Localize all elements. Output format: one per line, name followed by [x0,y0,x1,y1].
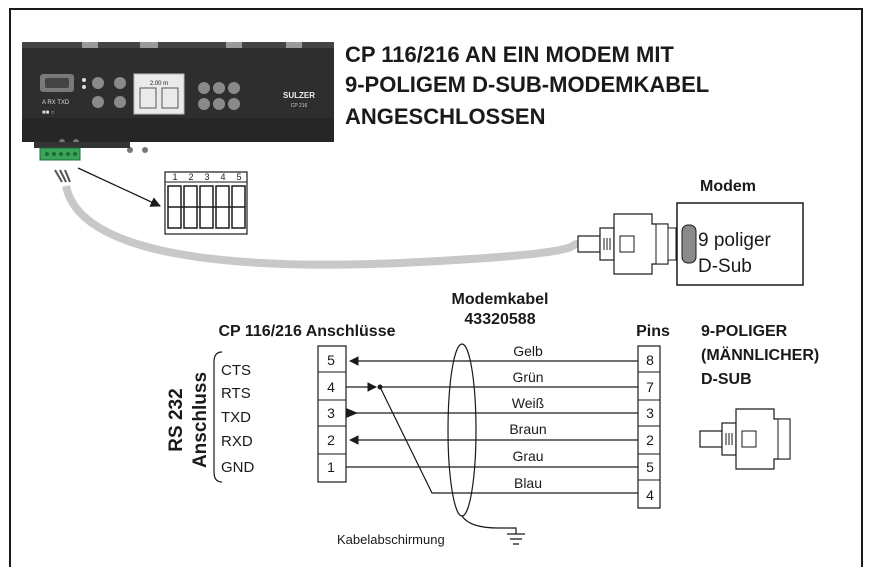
cable-part-number: 43320588 [464,311,535,328]
right-pin-number: 4 [646,487,654,503]
terminal-block-detail: 1 2 3 4 5 [164,171,248,235]
dsub-label-line-1: 9-POLIGER [701,323,788,340]
modem-heading: Modem [700,178,756,195]
device-button-icon [228,98,240,110]
right-pin-column: 8 7 3 2 5 4 [637,345,661,509]
cable-shield [447,343,477,517]
right-pin-number: 5 [646,459,654,475]
device-brand-logo: SULZER [283,91,315,100]
wire-color-label: Grau [512,448,543,464]
dsub-port-icon [681,224,697,264]
svg-text:■■ ○: ■■ ○ [42,110,55,116]
terminal-number: 3 [204,172,209,182]
device-button-icon [198,98,210,110]
device-button-icon [92,77,104,89]
signal-label: CTS [221,362,251,379]
left-pin-number: 1 [327,459,335,475]
device-button-icon [228,82,240,94]
controller-device: A RX TXD ■■ ○ 2.00 m SULZER CP 216 [22,42,334,183]
modem-cable [62,185,581,269]
modem-connector-line-1: 9 poliger [698,230,772,251]
signal-label: RXD [221,433,253,450]
signal-brace [213,351,223,483]
title-line-1: CP 116/216 AN EIN MODEM MIT [345,42,674,67]
title-line-3: ANGESCHLOSSEN [345,104,545,129]
wire-color-label: Braun [509,421,546,437]
terminal-number: 5 [236,172,241,182]
dsub-male-connector-icon [699,408,791,470]
left-pin-number: 5 [327,352,335,368]
device-model-label: CP 216 [291,103,308,109]
right-pin-number: 8 [646,352,654,368]
svg-text:A RX TXD: A RX TXD [42,100,70,106]
right-pin-number: 2 [646,432,654,448]
device-button-icon [114,77,126,89]
device-display [133,73,185,115]
wire-color-label: Gelb [513,343,543,359]
device-button-icon [213,82,225,94]
device-button-icon [213,98,225,110]
modem-box [676,202,804,286]
device-button-icon [92,96,104,108]
signal-label: RTS [221,385,251,402]
terminal-number: 4 [220,172,225,182]
title-line-2: 9-POLIGEM D-SUB-MODEMKABEL [345,72,709,97]
right-pin-number: 3 [646,405,654,421]
signal-label: GND [221,459,255,476]
left-pin-number: 4 [327,379,335,395]
shield-label: Kabelabschirmung [337,532,445,547]
terminal-number: 2 [188,172,193,182]
right-pin-number: 7 [646,379,654,395]
cable-plug-icon [577,213,677,275]
device-display-value: 2.00 m [150,81,168,87]
dsub-label-line-2: (MÄNNLICHER) [701,346,819,364]
pins-header: Pins [636,323,670,340]
wires [346,343,638,534]
left-pin-column: 5 4 3 2 1 [317,345,347,483]
junction-dot [377,384,383,390]
device-button-icon [114,96,126,108]
terminal-number: 1 [172,172,177,182]
txd-arrow [346,408,358,418]
left-pin-number: 3 [327,405,335,421]
left-header: CP 116/216 Anschlüsse [219,323,396,340]
pointer-arrow [77,167,161,207]
dsub-label-line-3: D-SUB [701,371,752,388]
wire-blau [379,386,638,494]
vertical-label-line-2: Anschluss [190,372,211,468]
ground-icon [507,533,525,545]
page-frame [9,8,863,567]
modem-connector-line-2: D-Sub [698,256,752,277]
vertical-label-line-1: RS 232 [166,388,187,451]
cable-heading: Modemkabel [452,291,549,308]
wire-color-label: Grün [512,369,543,385]
signal-label: TXD [221,409,251,426]
left-pin-number: 2 [327,432,335,448]
wire-color-label: Blau [514,475,542,491]
wire-color-label: Weiß [512,395,544,411]
shield-ground-wire [461,515,517,534]
device-button-icon [198,82,210,94]
